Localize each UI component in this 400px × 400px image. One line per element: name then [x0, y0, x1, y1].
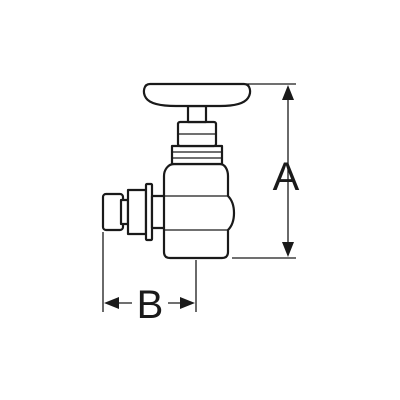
angle-valve: [101, 82, 252, 260]
dim-a-bottom-arrow: [282, 242, 294, 257]
valve-body: [162, 162, 236, 260]
outlet-nut: [126, 188, 148, 236]
handle: [142, 82, 252, 108]
dim-b-label: B: [137, 283, 164, 327]
dimension-b: B: [102, 232, 197, 327]
dim-b-left-arrow: [104, 297, 119, 309]
stem: [186, 104, 208, 124]
dim-b-right-arrow: [180, 297, 195, 309]
dimension-a: A: [232, 83, 300, 259]
bonnet: [170, 144, 224, 166]
side-outlet: [101, 182, 168, 242]
dim-a-top-arrow: [282, 85, 294, 100]
dim-a-label: A: [273, 155, 300, 199]
